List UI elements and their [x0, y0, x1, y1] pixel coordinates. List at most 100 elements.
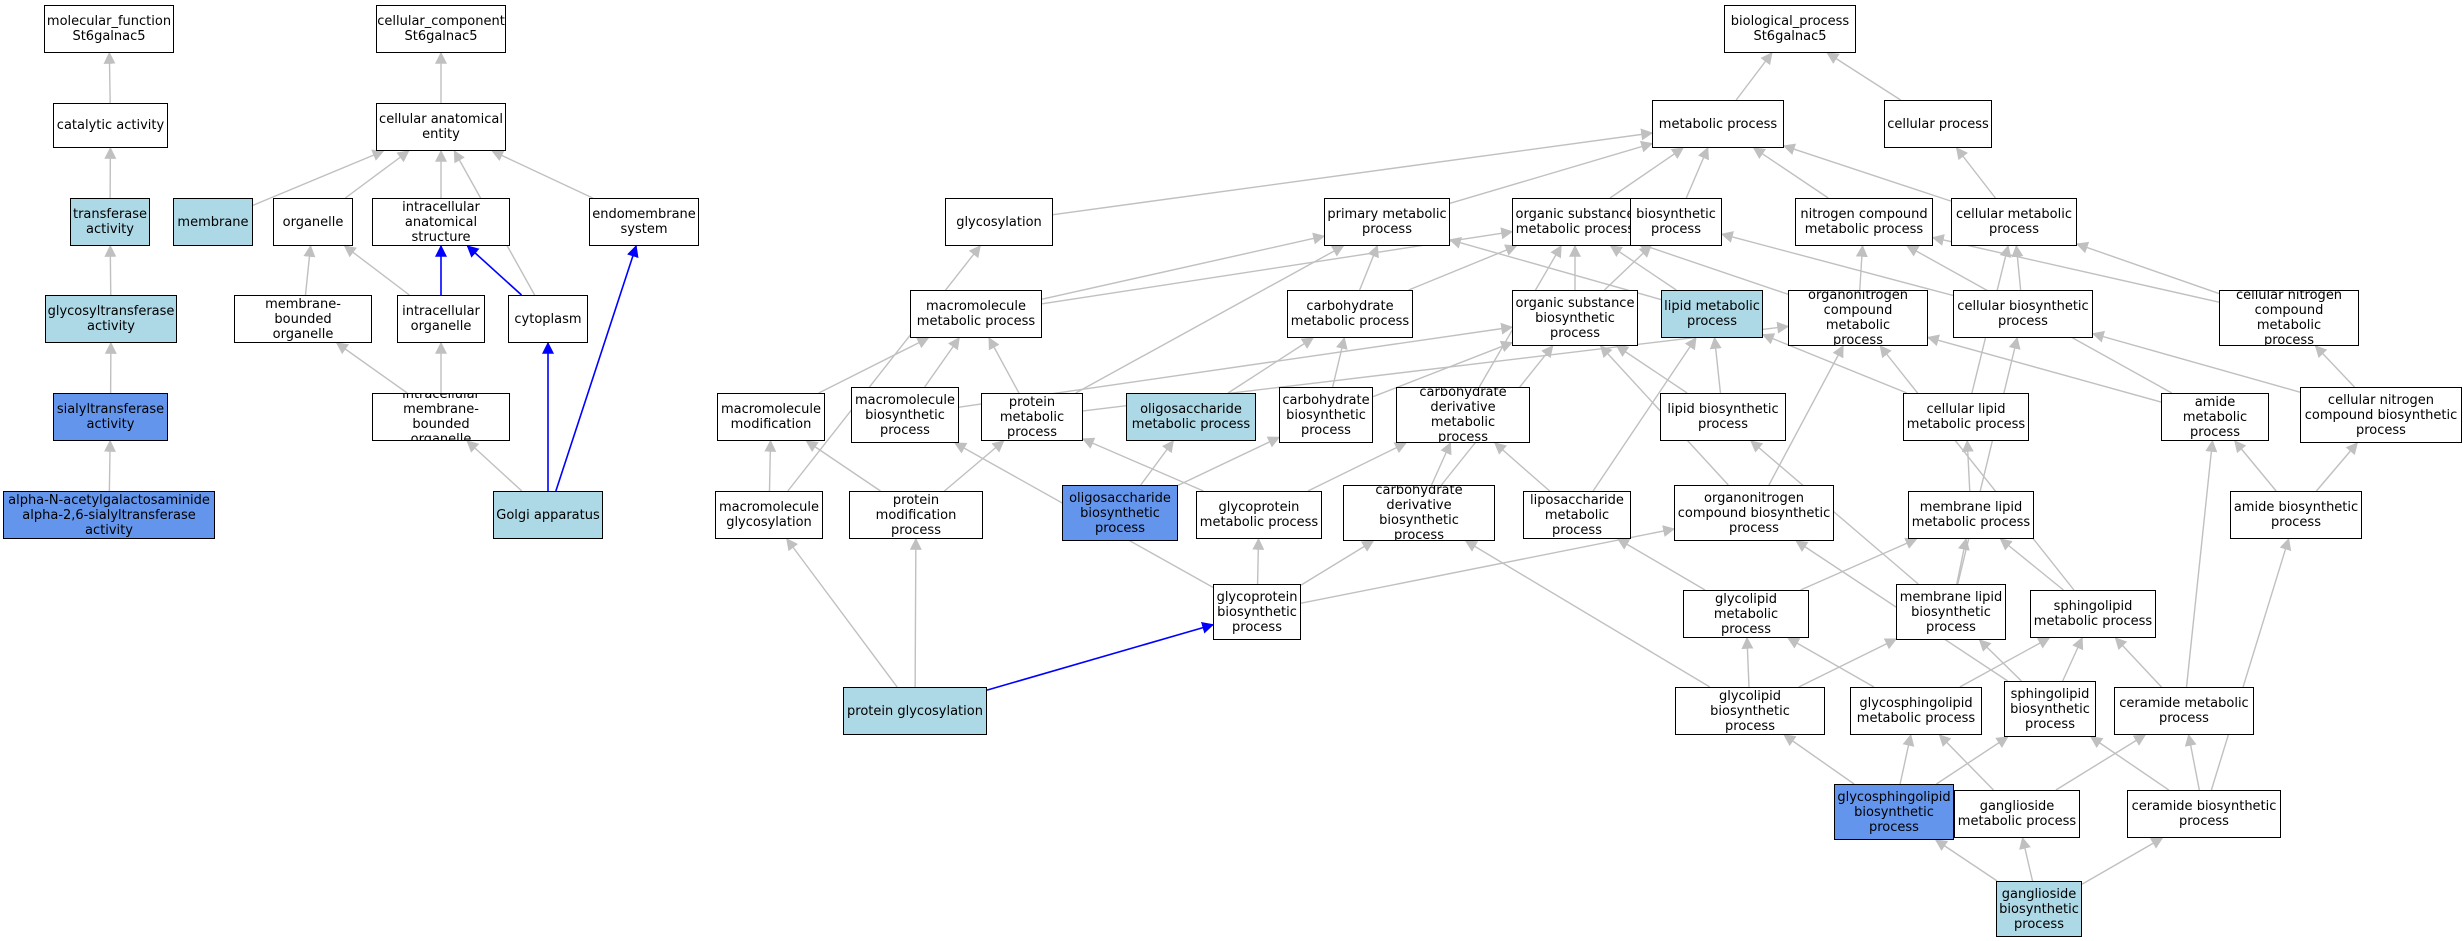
- edge-mglyc-to-glycosylation: [787, 245, 981, 492]
- node-glbp: glycolipid biosynthetic process: [1675, 687, 1825, 735]
- edge-endo-to-cae: [491, 150, 594, 199]
- edge-mlbp-to-mlmp: [1956, 537, 1970, 585]
- edge-glmp-to-mlmp: [1800, 537, 1918, 591]
- edge-cmp-to-mp: [1782, 143, 1952, 202]
- node-mmp: macromolecule metabolic process: [910, 290, 1042, 338]
- node-imbo: intracellular membrane-bounded organelle: [372, 393, 510, 441]
- edge-gangbp-to-gslbp: [1934, 839, 1998, 882]
- node-osmp: organic substance metabolic process: [1512, 198, 1638, 246]
- edge-cat-to-mf: [103, 51, 116, 104]
- node-alpha: alpha-N-acetylgalactosaminide alpha-2,6-…: [3, 491, 215, 539]
- node-clmp: cellular lipid metabolic process: [1903, 393, 2029, 441]
- edge-organelle-to-cae: [344, 150, 410, 199]
- edge-lbp-to-lmp: [1709, 336, 1722, 394]
- node-slbp: sphingolipid biosynthetic process: [2004, 681, 2096, 737]
- edge-gslbp-to-glbp: [1783, 734, 1855, 785]
- edge-mbsp-to-mmp: [924, 337, 960, 388]
- edge-mlbp-to-cbp: [1957, 336, 2021, 585]
- edge-gslbp-to-slbp: [1936, 736, 2009, 785]
- edge-gpbp-to-gpmp: [1252, 537, 1265, 585]
- edge-pmp-to-mp: [1449, 140, 1654, 205]
- edge-gslmp-to-slmp: [1959, 637, 2051, 688]
- edge-abp-to-cncbp: [2315, 442, 2358, 492]
- edge-prmp-to-pmp: [1075, 245, 1345, 394]
- edge-lmp-to-pmp: [1448, 237, 1662, 301]
- edge-olbp-to-olmp: [1140, 440, 1174, 486]
- edge-mp-to-bp: [1735, 52, 1773, 101]
- node-osbp: organic substance biosynthetic process: [1512, 290, 1638, 346]
- edge-cncbp-to-cbp: [2091, 330, 2301, 393]
- edge-amp-to-oncmp: [1926, 334, 2162, 403]
- node-gangbp: ganglioside biosynthetic process: [1996, 881, 2082, 937]
- edge-oncmp-to-ncmp: [1855, 244, 1868, 291]
- node-slmp: sphingolipid metabolic process: [2030, 590, 2156, 638]
- edge-gangbp-to-gangmp: [2019, 836, 2034, 882]
- edge-cbp-to-bsp: [1720, 231, 1954, 297]
- edge-lbp-to-osbp: [1615, 345, 1688, 394]
- edge-golgi-to-endo: [555, 244, 639, 492]
- edge-glbp-to-chdbp: [1464, 540, 1711, 688]
- edge-mglyc-to-mmod: [764, 439, 777, 492]
- edge-lsmp-to-chdmp: [1494, 442, 1551, 492]
- node-cncmp: cellular nitrogen compound metabolic pro…: [2219, 290, 2359, 346]
- edge-slbp-to-mlbp: [1978, 639, 2022, 682]
- node-chbp: carbohydrate biosynthetic process: [1279, 387, 1373, 443]
- edge-glycosylation-to-mp: [1052, 128, 1654, 216]
- edge-cerbp-to-slbp: [2090, 736, 2170, 791]
- edge-golgi-to-imbo: [466, 440, 523, 492]
- node-glyco_tr: glycosyltransferase activity: [45, 295, 177, 343]
- node-bsp: biosynthetic process: [1630, 198, 1722, 246]
- node-cat: catalytic activity: [53, 103, 168, 148]
- edge-slmp-to-oncmp: [1879, 345, 2075, 591]
- edge-membrane-to-cae: [252, 149, 385, 206]
- edge-lmp-to-osmp: [1609, 245, 1677, 291]
- node-cyto: cytoplasm: [508, 295, 588, 343]
- edge-gpmp-to-prmp: [1081, 437, 1204, 492]
- node-cerbp: ceramide biosynthetic process: [2127, 790, 2281, 838]
- edge-cermp-to-amp: [2185, 439, 2218, 688]
- edge-glmp-to-lsmp: [1616, 538, 1706, 591]
- edge-slmp-to-mlmp: [1999, 538, 2064, 591]
- node-lbp: lipid biosynthetic process: [1660, 393, 1786, 441]
- edge-olbp-to-chbp: [1177, 436, 1281, 487]
- node-gpbp: glycoprotein biosynthetic process: [1213, 584, 1301, 640]
- edge-bsp-to-mp: [1685, 146, 1709, 199]
- node-organelle: organelle: [273, 198, 353, 246]
- node-gslmp: glycosphingolipid metabolic process: [1850, 687, 1982, 735]
- edge-cmp-to-cp: [1955, 147, 1996, 199]
- node-io: intracellular organelle: [397, 295, 485, 343]
- node-lsmp: liposaccharide metabolic process: [1523, 491, 1631, 539]
- edge-glyco_tr-to-trans: [104, 244, 117, 296]
- edge-glbp-to-mlbp: [1798, 638, 1898, 688]
- edge-gpbp-to-oncbp: [1300, 525, 1676, 604]
- node-oncmp: organonitrogen compound metabolic proces…: [1788, 290, 1928, 346]
- edge-oncbp-to-oncmp: [1768, 344, 1844, 486]
- edge-lsmp-to-lmp: [1592, 337, 1697, 492]
- node-mf: molecular_function St6galnac5: [44, 5, 174, 53]
- edge-group: [103, 51, 2358, 885]
- node-mmod: macromolecule modification: [717, 393, 825, 441]
- node-mlmp: membrane lipid metabolic process: [1908, 491, 2034, 539]
- edge-mbo-to-organelle: [303, 244, 316, 296]
- edge-oncmp-to-osmp: [1636, 241, 1789, 295]
- edge-gangmp-to-gslmp: [1938, 734, 1994, 791]
- node-cp: cellular process: [1884, 100, 1992, 148]
- edge-cermp-to-slmp: [2114, 637, 2162, 688]
- node-gslbp: glycosphingolipid biosynthetic process: [1834, 784, 1954, 840]
- node-pmp: primary metabolic process: [1324, 198, 1450, 246]
- node-ias: intracellular anatomical structure: [372, 198, 510, 246]
- node-trans: transferase activity: [70, 198, 150, 246]
- node-mbo: membrane-bounded organelle: [234, 295, 372, 343]
- edge-chmp-to-osmp: [1408, 244, 1518, 291]
- edge-ncmp-to-mp: [1752, 147, 1829, 199]
- node-cncbp: cellular nitrogen compound biosynthetic …: [2300, 387, 2462, 443]
- edge-pglyc-to-mglyc: [786, 538, 898, 688]
- node-chdmp: carbohydrate derivative metabolic proces…: [1396, 387, 1530, 443]
- edge-gpmp-to-chdmp: [1307, 442, 1407, 492]
- edge-cerbp-to-abp: [2210, 537, 2292, 791]
- edge-gpbp-to-chdbp: [1300, 540, 1375, 586]
- node-mlbp: membrane lipid biosynthetic process: [1896, 584, 2006, 640]
- edge-osbp-to-bsp: [1603, 245, 1652, 291]
- edge-imbo-to-mbo: [335, 342, 408, 394]
